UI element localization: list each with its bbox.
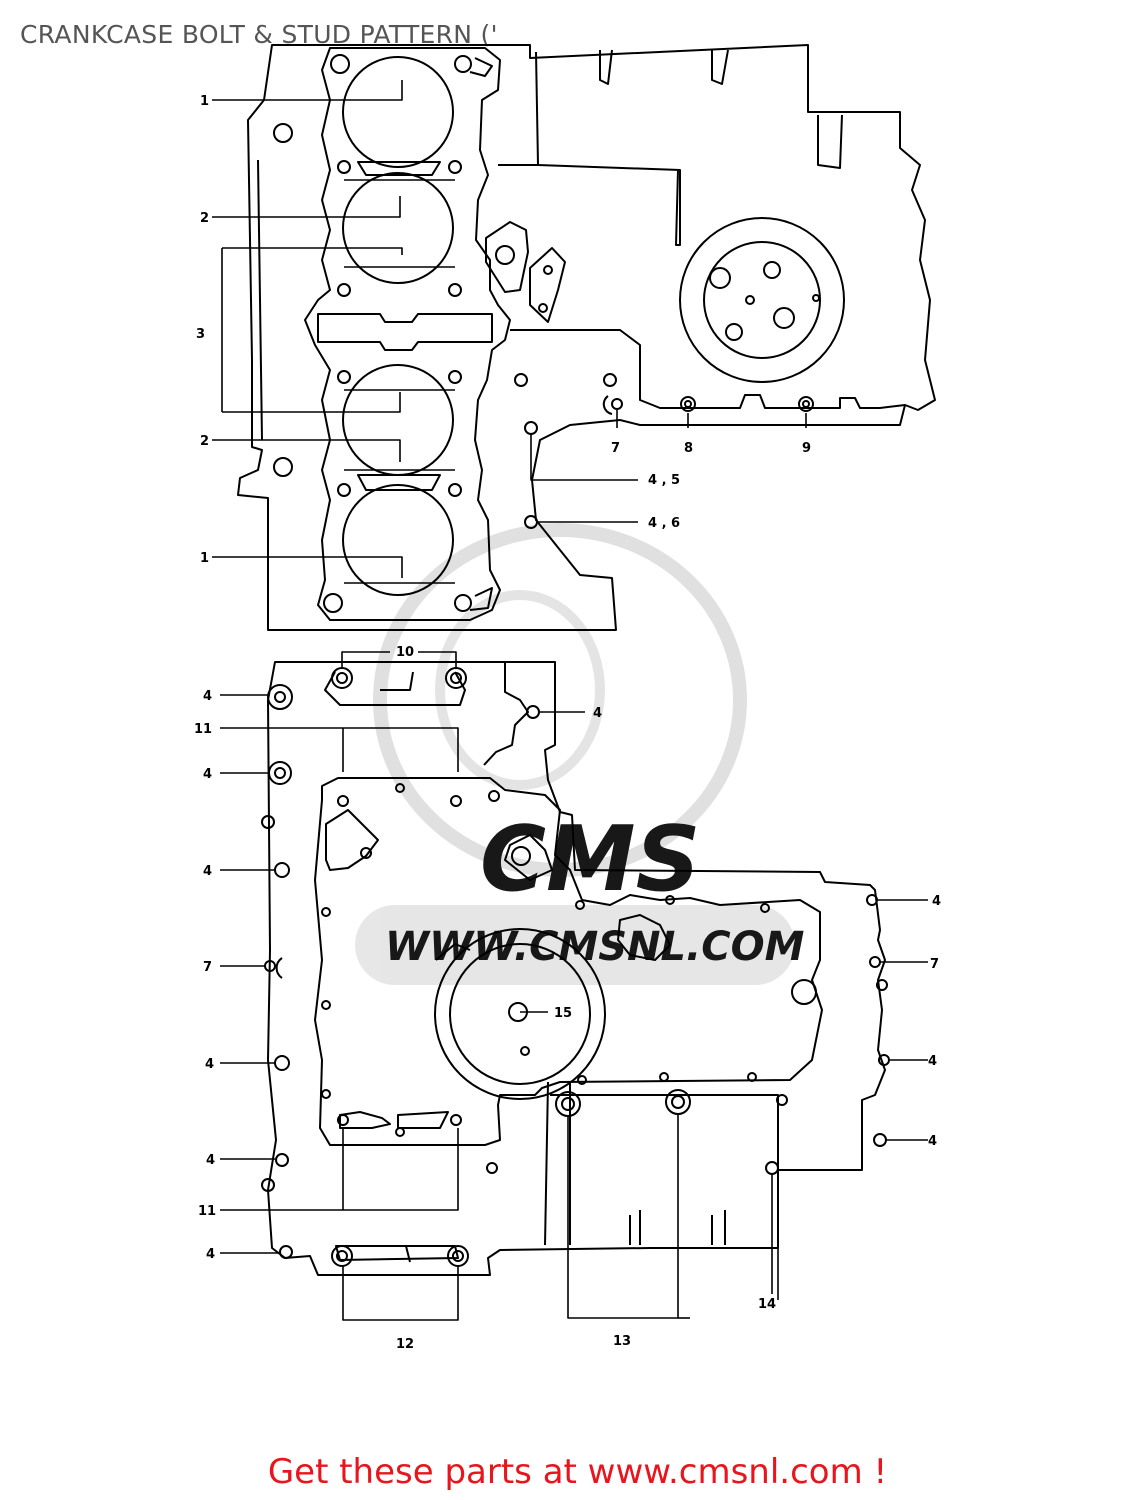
callout-label: 1 (200, 94, 209, 109)
callout-label: 1 (200, 551, 209, 566)
callout-label: 7 (203, 960, 212, 975)
leader-lines (212, 80, 928, 1321)
callout-label: 4 (206, 1153, 215, 1168)
callout-label: 7 (611, 441, 620, 456)
callout-label: 4 (205, 1057, 214, 1072)
callout-label: 4 , 5 (648, 473, 680, 488)
lower-crankcase (261, 661, 890, 1276)
callout-label: 4 (206, 1247, 215, 1262)
callout-labels: 1 2 3 2 1 7 8 9 4 , 5 4 , 6 10 4 4 11 4 … (194, 94, 941, 1352)
callout-label: 4 (928, 1054, 937, 1069)
upper-crankcase (237, 44, 936, 631)
get-parts-banner[interactable]: Get these parts at www.cmsnl.com ! (267, 1452, 888, 1492)
callout-label: 10 (396, 645, 414, 660)
callout-label: 4 (203, 864, 212, 879)
cms-watermark-logo: CMS WWW.CMSNL.COM (355, 523, 804, 985)
callout-label: 4 (932, 894, 941, 909)
watermark-logo-text: CMS (480, 807, 700, 912)
callout-label: 11 (198, 1204, 216, 1219)
callout-label: 4 , 6 (648, 516, 680, 531)
callout-label: 4 (593, 706, 602, 721)
callout-label: 3 (196, 327, 205, 342)
callout-label: 13 (613, 1334, 631, 1349)
callout-label: 15 (554, 1006, 572, 1021)
callout-label: 4 (203, 767, 212, 782)
callout-label: 2 (200, 211, 209, 226)
callout-label: 11 (194, 722, 212, 737)
callout-label: 7 (930, 957, 939, 972)
callout-label: 8 (684, 441, 693, 456)
callout-label: 12 (396, 1337, 414, 1352)
callout-label: 9 (802, 441, 811, 456)
callout-label: 14 (758, 1297, 776, 1312)
callout-label: 4 (203, 689, 212, 704)
watermark-url-text: WWW.CMSNL.COM (385, 924, 804, 970)
callout-label: 4 (928, 1134, 937, 1149)
callout-label: 2 (200, 434, 209, 449)
